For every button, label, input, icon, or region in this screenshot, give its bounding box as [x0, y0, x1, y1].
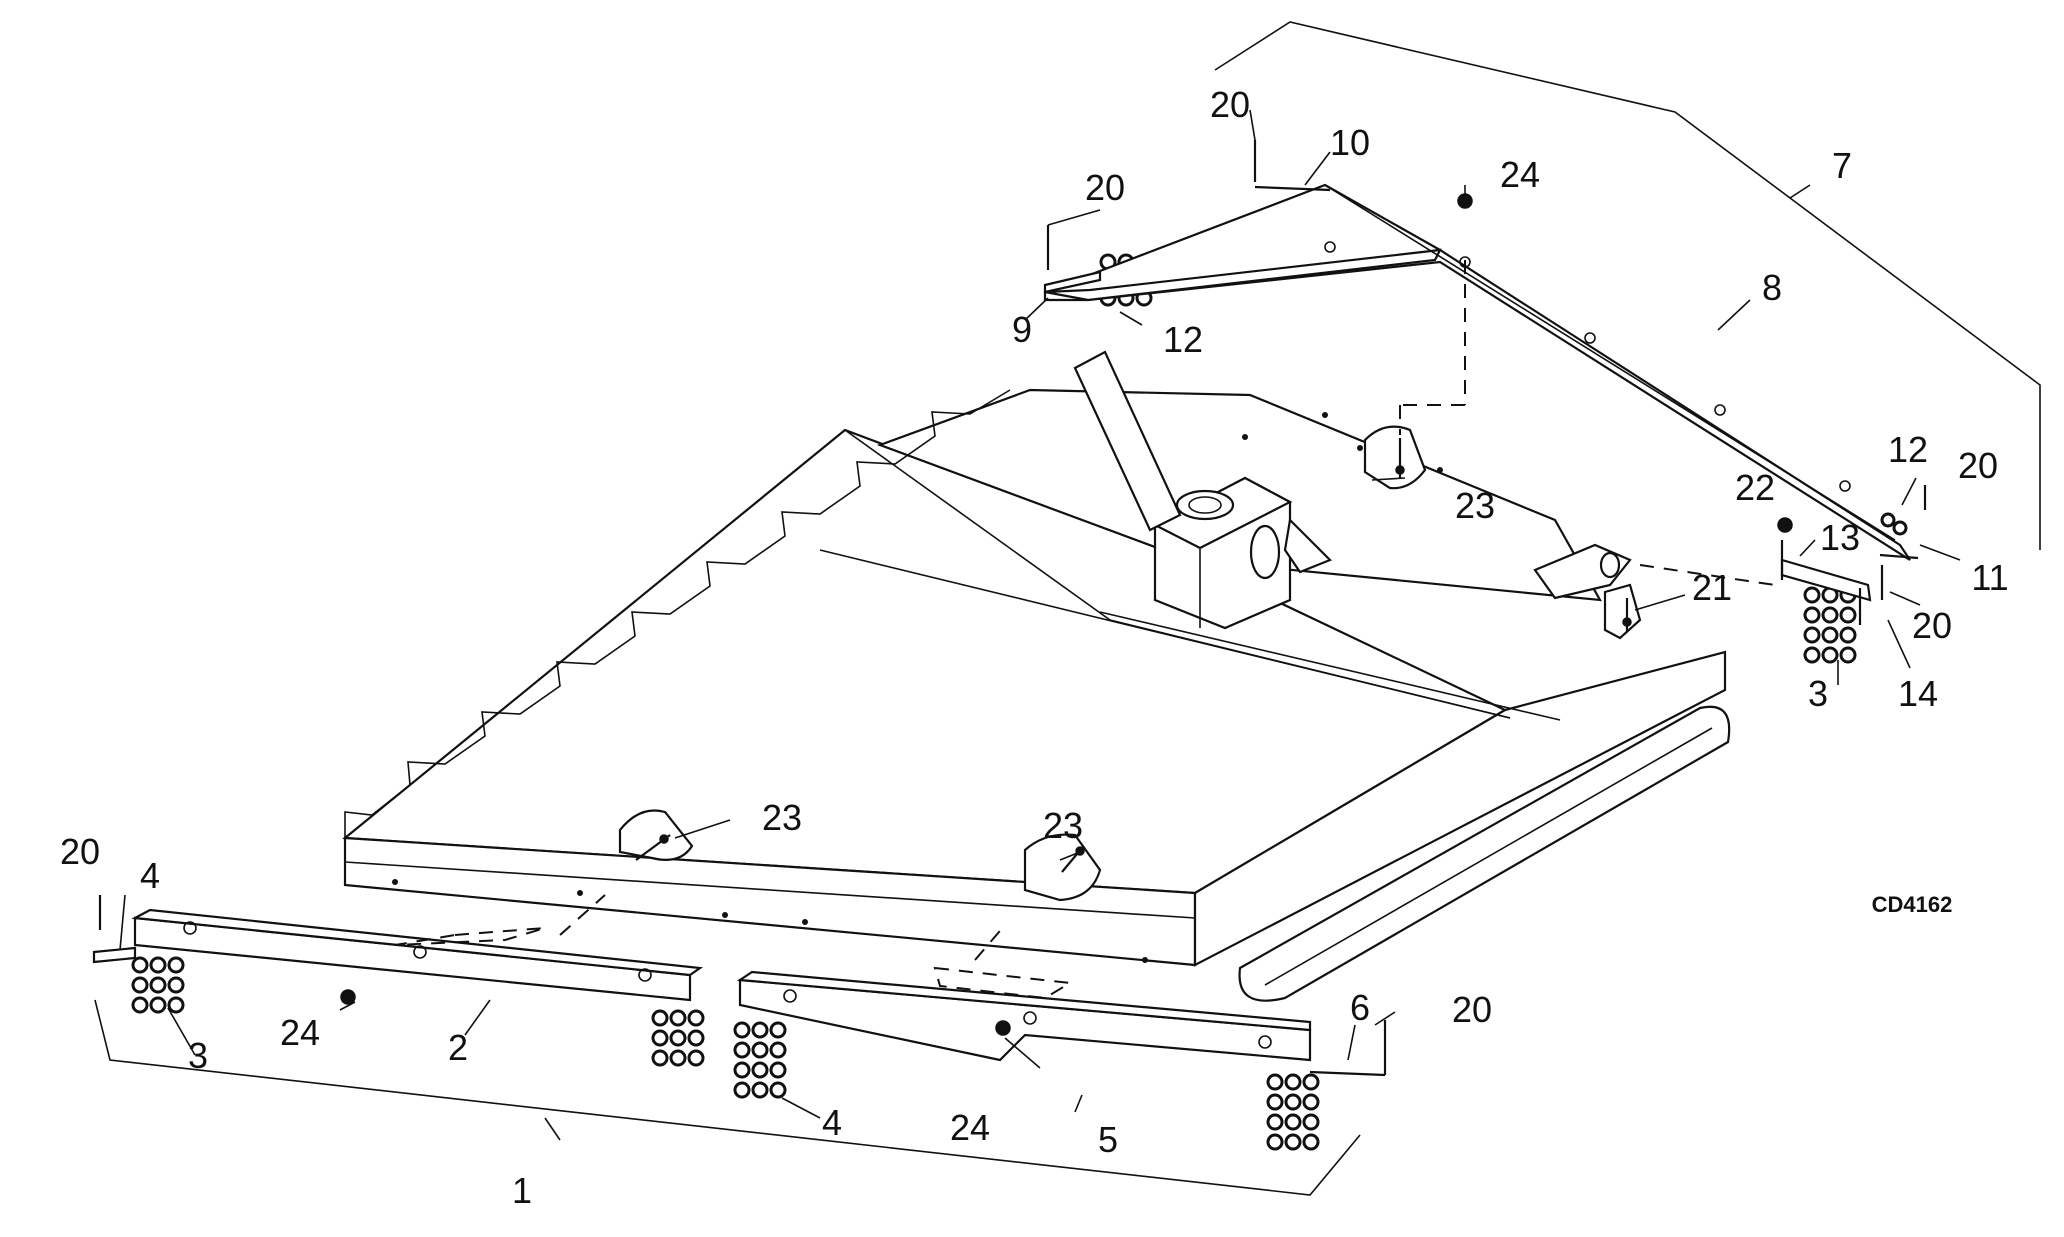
callout-20: 20 — [1912, 605, 1952, 646]
callout-20: 20 — [1958, 445, 1998, 486]
callout-10: 10 — [1330, 122, 1370, 163]
callout-23: 23 — [1043, 805, 1083, 846]
callout-12: 12 — [1163, 319, 1203, 360]
rear-alignment — [1399, 260, 1776, 586]
callout-21: 21 — [1692, 567, 1732, 608]
front-band-right — [736, 970, 1387, 1077]
callout-2: 2 — [448, 1027, 468, 1068]
callout-4: 4 — [140, 855, 160, 896]
rear-band — [1043, 140, 1927, 625]
callout-24: 24 — [1500, 154, 1540, 195]
callout-3: 3 — [1808, 673, 1828, 714]
callout-24: 24 — [280, 1012, 320, 1053]
callout-3: 3 — [188, 1035, 208, 1076]
callout-6: 6 — [1350, 987, 1370, 1028]
callout-7: 7 — [1832, 145, 1852, 186]
callout-23: 23 — [762, 797, 802, 838]
group-bracket-rear — [1214, 21, 2041, 550]
callout-8: 8 — [1762, 267, 1782, 308]
callout-14: 14 — [1898, 673, 1938, 714]
callout-9: 9 — [1012, 309, 1032, 350]
callout-20: 20 — [1210, 84, 1250, 125]
callout-11: 11 — [1971, 557, 2008, 598]
group-bracket-front — [94, 999, 1361, 1196]
callout-5: 5 — [1098, 1119, 1118, 1160]
callout-4: 4 — [822, 1102, 842, 1143]
callout-23: 23 — [1455, 485, 1495, 526]
callout-20: 20 — [1085, 167, 1125, 208]
band-alignment — [394, 894, 1074, 1000]
callout-22: 22 — [1735, 467, 1775, 508]
lock-nuts — [340, 193, 1793, 1036]
callout-13: 13 — [1820, 517, 1860, 558]
callout-20: 20 — [60, 831, 100, 872]
callout-24: 24 — [950, 1107, 990, 1148]
callout-labels: 1 2 3 3 4 4 5 6 7 8 9 10 11 12 12 13 14 … — [60, 84, 2009, 1211]
mower-deck — [342, 350, 1731, 1002]
callout-1: 1 — [512, 1170, 532, 1211]
callout-12: 12 — [1888, 429, 1928, 470]
callout-20: 20 — [1452, 989, 1492, 1030]
front-band-left — [92, 895, 704, 1002]
figure-code: CD4162 — [1872, 892, 1953, 917]
leader-lines — [119, 109, 1961, 1141]
